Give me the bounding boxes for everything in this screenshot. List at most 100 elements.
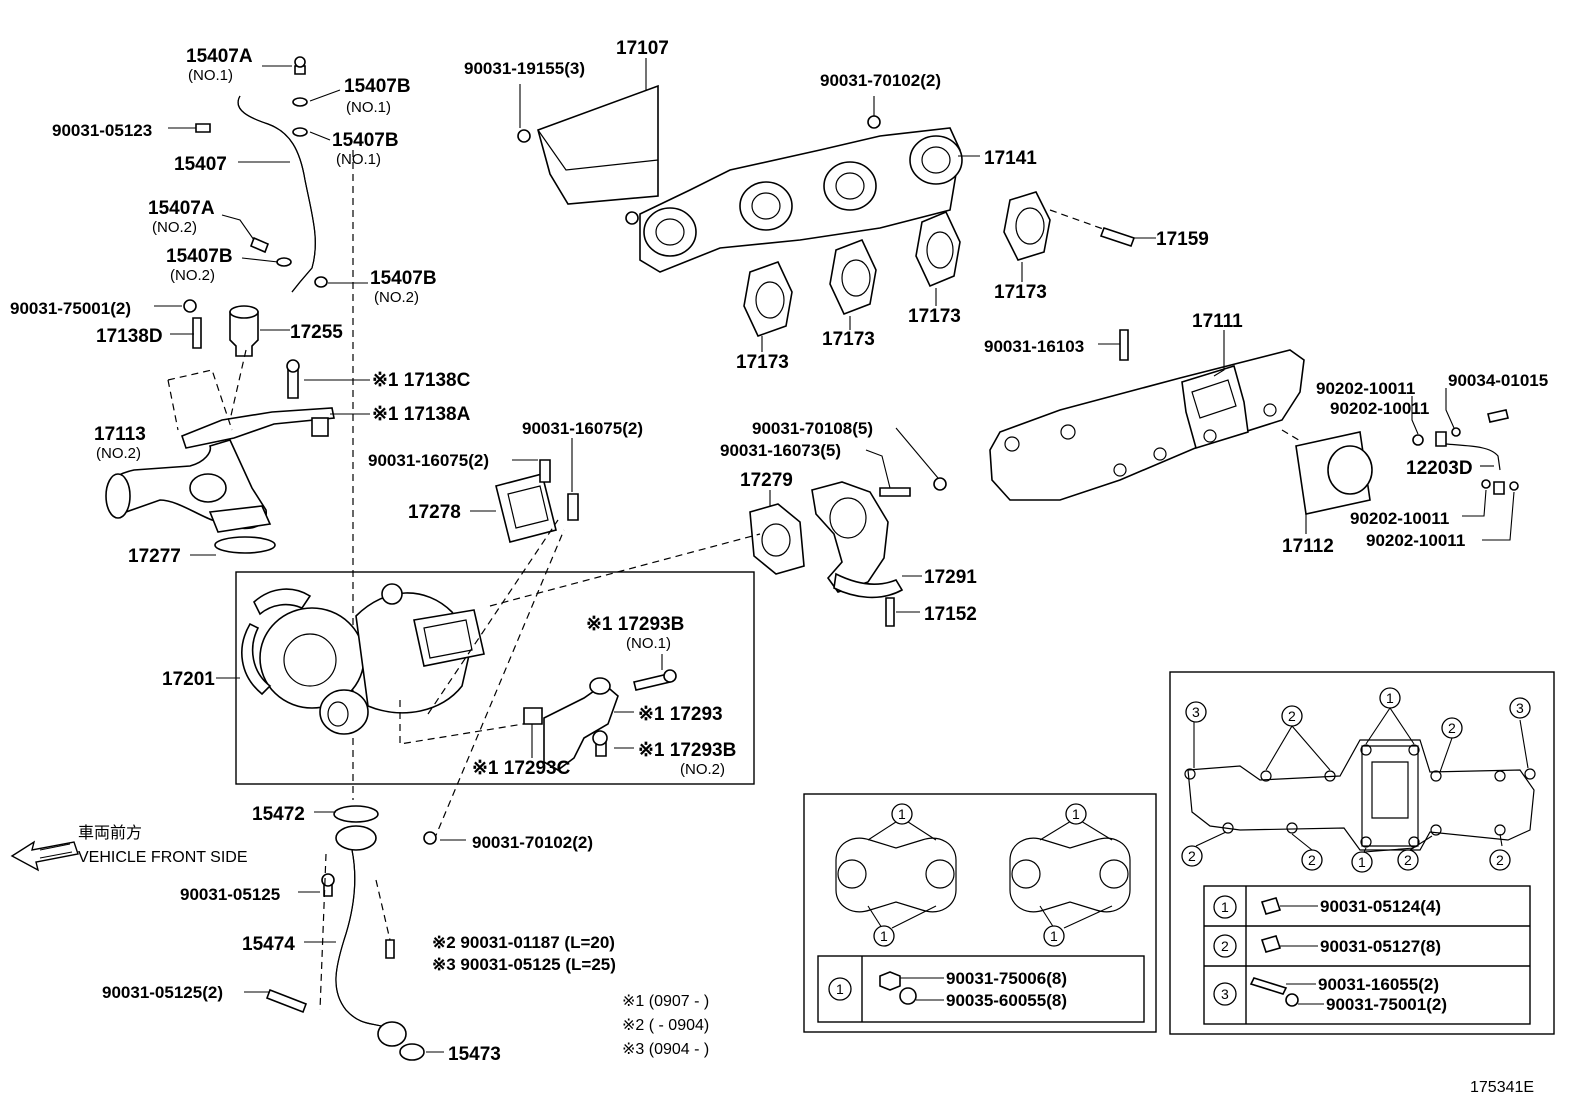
label-90035-60055: 90035-60055(8) bbox=[946, 991, 1067, 1010]
label-17173-b: 17173 bbox=[822, 329, 875, 350]
label-15407B-no2-a: 15407B bbox=[166, 246, 233, 267]
label-17291: 17291 bbox=[924, 567, 977, 588]
label-17293B-no1: ※1 17293B bbox=[586, 614, 684, 635]
oil-pipe-15407 bbox=[195, 56, 328, 293]
exhaust-manifold-17141 bbox=[625, 96, 980, 273]
label-12203D: 12203D bbox=[1406, 458, 1473, 479]
label-90031-75001-detail: 90031-75001(2) bbox=[1326, 995, 1447, 1014]
label-17138C: ※1 17138C bbox=[372, 370, 471, 391]
pipe-15474 bbox=[244, 805, 466, 1061]
label-15407B-no1-b-sub: (NO.1) bbox=[336, 151, 381, 168]
cover-17112 bbox=[1281, 429, 1373, 534]
label-90031-05123: 90031-05123 bbox=[52, 121, 152, 140]
note-3: ※3 (0904 - ) bbox=[622, 1041, 709, 1058]
gasket-callout-1d: 1 bbox=[1050, 928, 1058, 944]
label-17111: 17111 bbox=[1192, 311, 1243, 332]
label-90031-70108: 90031-70108(5) bbox=[752, 419, 873, 438]
label-90031-16055: 90031-16055(2) bbox=[1318, 975, 1439, 994]
manifold-callout-1a: 1 bbox=[1386, 690, 1394, 706]
turbocharger-17201 bbox=[216, 583, 485, 735]
manifold-callout-2a: 2 bbox=[1288, 708, 1296, 724]
manifold-callout-2f: 2 bbox=[1496, 852, 1504, 868]
label-15407A-no1: 15407A bbox=[186, 46, 253, 67]
label-15474: 15474 bbox=[242, 934, 295, 955]
detail-gasket-frame bbox=[803, 793, 1157, 1033]
label-17279: 17279 bbox=[740, 470, 793, 491]
manifold-callout-3b: 3 bbox=[1516, 700, 1524, 716]
detail-labels: 1 1 1 1 1 90031-75006(8) 90035-60055(8) … bbox=[836, 690, 1524, 1014]
label-17138D: 17138D bbox=[96, 326, 163, 347]
bracket-17293 bbox=[523, 654, 677, 771]
label-15407A-no2-sub: (NO.2) bbox=[152, 219, 197, 236]
label-17173-c: 17173 bbox=[908, 306, 961, 327]
manifold-callout-2d: 2 bbox=[1308, 852, 1316, 868]
label-17293C: ※1 17293C bbox=[472, 758, 571, 779]
manifold-row-callout-2: 2 bbox=[1221, 938, 1229, 954]
actuator-17255 bbox=[181, 299, 335, 449]
label-17293B-no1-sub: (NO.1) bbox=[626, 635, 671, 652]
label-17159: 17159 bbox=[1156, 229, 1209, 250]
turbo-dashes bbox=[399, 519, 565, 841]
label-15407: 15407 bbox=[174, 154, 227, 175]
label-vehicle-front-en: VEHICLE FRONT SIDE bbox=[78, 849, 248, 866]
label-15473: 15473 bbox=[448, 1044, 501, 1065]
label-17141: 17141 bbox=[984, 148, 1037, 169]
label-15407B-no2-b: 15407B bbox=[370, 268, 437, 289]
heat-insulator-17107 bbox=[517, 58, 659, 205]
manifold-17111 bbox=[989, 329, 1305, 501]
label-15407B-no2-b-sub: (NO.2) bbox=[374, 289, 419, 306]
manifold-row-callout-1: 1 bbox=[1221, 899, 1229, 915]
label-17201: 17201 bbox=[162, 669, 215, 690]
gaskets-17173 bbox=[743, 191, 1156, 352]
label-17113-sub: (NO.2) bbox=[96, 445, 141, 462]
label-90034-01015: 90034-01015 bbox=[1448, 371, 1548, 390]
note-2: ※2 ( - 0904) bbox=[622, 1017, 709, 1034]
label-90031-05124: 90031-05124(4) bbox=[1320, 897, 1441, 916]
label-17277: 17277 bbox=[128, 546, 181, 567]
label-15407B-no1-a: 15407B bbox=[344, 76, 411, 97]
label-90031-05125-l25: ※3 90031-05125 (L=25) bbox=[432, 955, 616, 974]
label-15407B-no1-b: 15407B bbox=[332, 130, 399, 151]
label-vehicle-front-jp: 車両前方 bbox=[78, 824, 142, 842]
note-1: ※1 (0907 - ) bbox=[622, 993, 709, 1010]
detail-manifold-frame bbox=[1169, 671, 1555, 1035]
manifold-callout-1b: 1 bbox=[1358, 854, 1366, 870]
pipe-12203D bbox=[1411, 388, 1519, 541]
label-17173-d: 17173 bbox=[994, 282, 1047, 303]
manifold-row-callout-3: 3 bbox=[1221, 986, 1229, 1002]
label-17293: ※1 17293 bbox=[638, 704, 723, 725]
label-17173-a: 17173 bbox=[736, 352, 789, 373]
gasket-17278 bbox=[470, 438, 579, 543]
manifold-callout-3a: 3 bbox=[1192, 704, 1200, 720]
label-90031-16103: 90031-16103 bbox=[984, 337, 1084, 356]
label-17255: 17255 bbox=[290, 322, 343, 343]
label-15407A-no2: 15407A bbox=[148, 198, 215, 219]
label-90202-10011-b: 90202-10011 bbox=[1330, 399, 1429, 418]
manifold-callout-2b: 2 bbox=[1448, 720, 1456, 736]
label-90202-10011-a: 90202-10011 bbox=[1316, 379, 1415, 398]
label-90031-16075-b: 90031-16075(2) bbox=[522, 419, 643, 438]
label-17152: 17152 bbox=[924, 604, 977, 625]
label-17107: 17107 bbox=[616, 38, 669, 59]
label-15407B-no2-a-sub: (NO.2) bbox=[170, 267, 215, 284]
figure-id: 175341E bbox=[1470, 1079, 1534, 1096]
elbow-17291 bbox=[489, 427, 947, 627]
label-90031-05125-2: 90031-05125(2) bbox=[102, 983, 223, 1002]
label-90031-75006: 90031-75006(8) bbox=[946, 969, 1067, 988]
label-15407A-no1-sub: (NO.1) bbox=[188, 67, 233, 84]
vehicle-front-arrow-icon bbox=[10, 840, 79, 872]
label-90031-19155: 90031-19155(3) bbox=[464, 59, 585, 78]
label-90031-16073: 90031-16073(5) bbox=[720, 441, 841, 460]
label-17138A: ※1 17138A bbox=[372, 404, 471, 425]
label-90031-75001: 90031-75001(2) bbox=[10, 299, 131, 318]
gasket-callout-1b: 1 bbox=[880, 928, 888, 944]
leaders-left-mid bbox=[154, 305, 370, 556]
outlet-elbow-17113 bbox=[105, 439, 276, 554]
gasket-callout-1c: 1 bbox=[1072, 806, 1080, 822]
label-17112: 17112 bbox=[1282, 536, 1334, 557]
label-90031-70102-bot: 90031-70102(2) bbox=[472, 833, 593, 852]
gasket-callout-1a: 1 bbox=[898, 806, 906, 822]
manifold-callout-2c: 2 bbox=[1188, 848, 1196, 864]
label-90031-01187: ※2 90031-01187 (L=20) bbox=[432, 933, 615, 952]
